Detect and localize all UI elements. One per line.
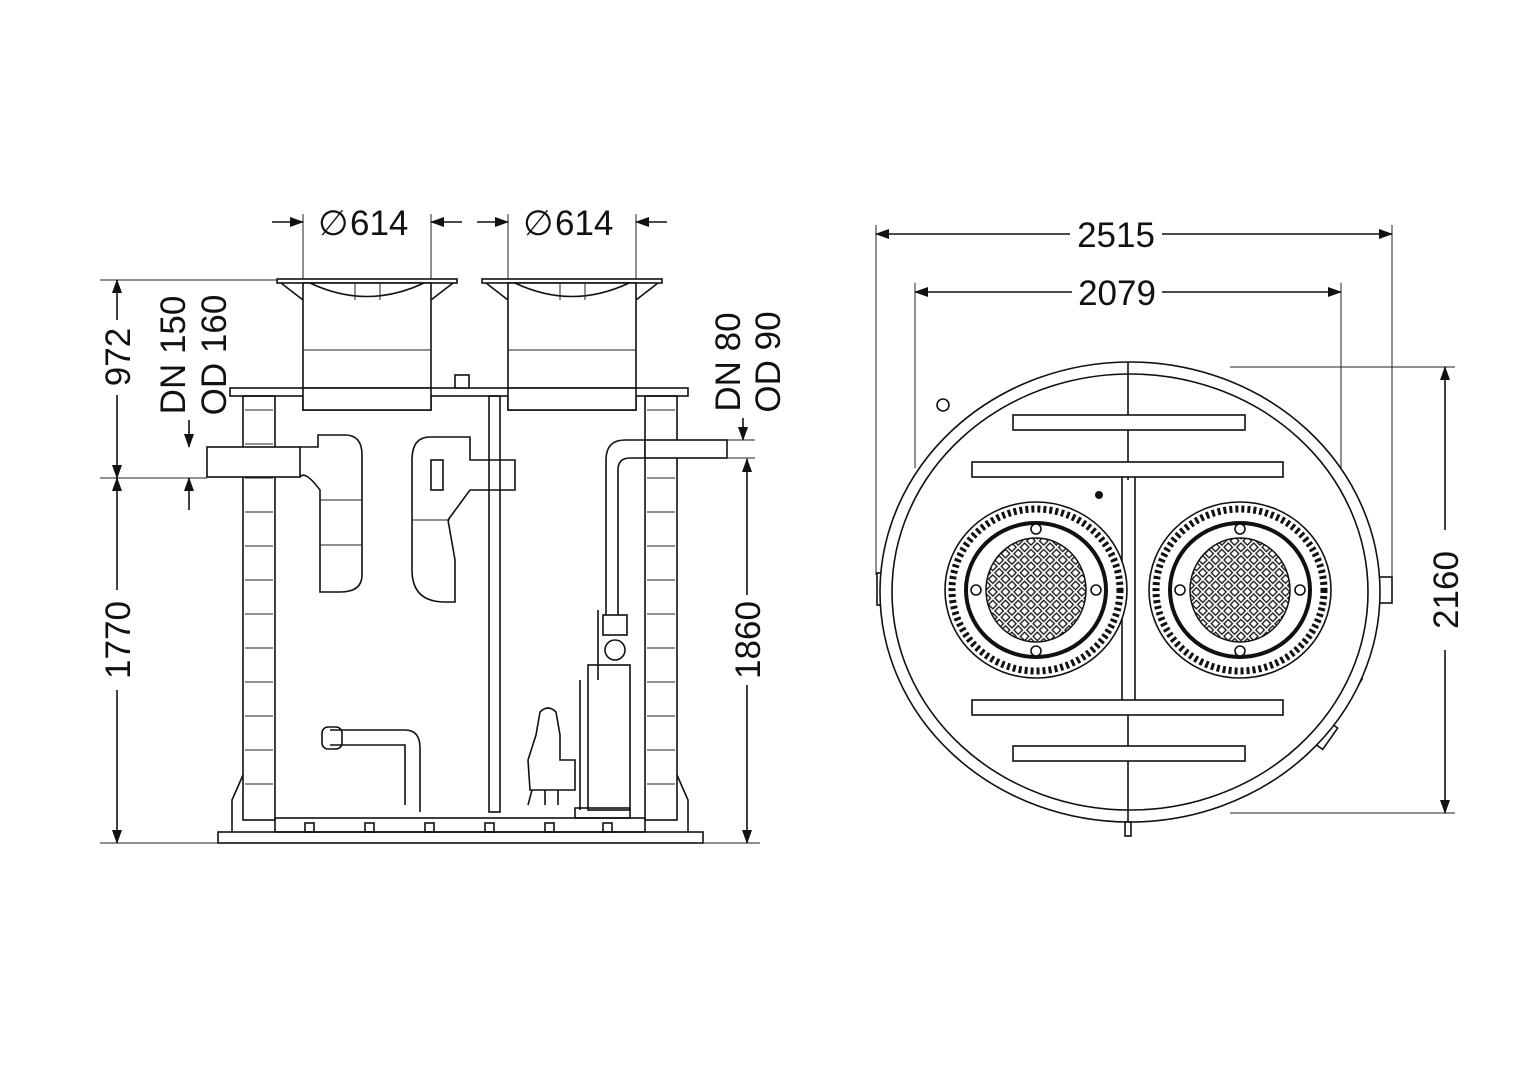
height-dimension-1860: 1860 xyxy=(703,458,768,844)
height-dimension-1770: 1770 xyxy=(99,477,218,844)
width-dimension-2515: 2515 xyxy=(875,216,1393,578)
pressure-pipe xyxy=(321,726,421,812)
outlet-pipe xyxy=(602,439,728,636)
height-972-label: 972 xyxy=(99,328,138,386)
outlet-dn-label: DN 80 xyxy=(709,312,748,411)
inlet-od-label: OD 160 xyxy=(195,295,234,416)
depth-2160-label: 2160 xyxy=(1427,551,1466,629)
inlet-size-label: DN 150 OD 160 xyxy=(154,295,234,510)
cover-diameter-left-label: 614 xyxy=(350,204,408,243)
outlet-od-label: OD 90 xyxy=(749,311,788,412)
inlet-pipe xyxy=(206,434,363,593)
cover-diameter-right-label: 614 xyxy=(555,204,613,243)
width-dimension-2079: 2079 xyxy=(914,274,1342,468)
side-view: ∅ 614 ∅ 614 xyxy=(99,204,788,844)
diameter-symbol: ∅ xyxy=(318,204,349,243)
depth-dimension-2160: 2160 xyxy=(1230,366,1466,814)
pump xyxy=(527,610,631,819)
manhole-cover-left xyxy=(944,501,1128,679)
cover-diameter-dimension-left: ∅ 614 xyxy=(272,204,462,282)
internal-bend xyxy=(411,436,516,603)
height-1860-label: 1860 xyxy=(729,601,768,679)
cross-beams xyxy=(971,414,1284,762)
width-2079-label: 2079 xyxy=(1078,274,1156,313)
height-dimension-972: 972 xyxy=(99,279,277,479)
width-2515-label: 2515 xyxy=(1077,216,1155,255)
tank-body xyxy=(217,374,704,844)
outlet-size-label: DN 80 OD 90 xyxy=(709,311,788,459)
cover-diameter-dimension-right: ∅ 614 xyxy=(477,204,667,282)
diameter-symbol: ∅ xyxy=(523,204,554,243)
height-1770-label: 1770 xyxy=(99,601,138,679)
manhole-cover-right xyxy=(1148,501,1332,679)
plan-view: 2515 2079 2160 xyxy=(875,216,1466,837)
inlet-dn-label: DN 150 xyxy=(154,296,193,415)
